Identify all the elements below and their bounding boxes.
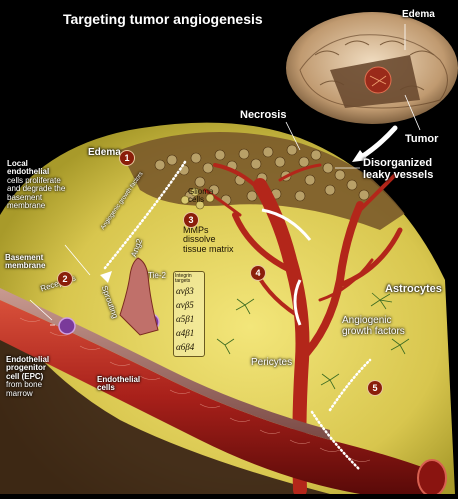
glioma-line-2: cells: [188, 195, 205, 205]
disorganized-line-2: leaky vessels: [363, 168, 434, 181]
integrin-item: α5β1: [176, 314, 195, 324]
label-edema-top: Edema: [402, 9, 435, 20]
basement-line-2: membrane: [5, 261, 46, 271]
label-endothelial-cells: Endothelial cells: [97, 375, 141, 393]
integrin-item: α4β1: [176, 328, 195, 338]
label-epc: Endothelial progenitor cell (EPC) from b…: [6, 355, 50, 398]
epc-cell: [58, 317, 76, 335]
label-edema-mid: Edema: [88, 147, 121, 158]
local-line-4: and degrade the: [7, 184, 66, 194]
astrocytes: [216, 292, 410, 390]
label-pericytes: Pericytes: [251, 357, 293, 368]
sprout: [119, 257, 159, 336]
epc-line-2: progenitor: [6, 363, 46, 373]
integrin-item: αvβ5: [176, 300, 194, 310]
page-title: Targeting tumor angiogenesis: [63, 11, 263, 27]
local-line-2: endothelial: [7, 167, 50, 177]
integrin-item: α6β4: [176, 342, 195, 352]
glioma-cells: [180, 187, 215, 210]
local-line-1: Local: [7, 159, 28, 168]
step-marker-5: 5: [367, 380, 383, 396]
label-tie2: Tie-2: [148, 271, 166, 280]
host-vessel: [0, 300, 430, 494]
integrin-targets-box: Integrin targets αvβ3 αvβ5 α5β1 α4β1 α6β…: [173, 271, 205, 357]
angio-line-1: Angiogenic: [342, 315, 392, 326]
disorganized-line-1: Disorganized: [363, 157, 433, 169]
angio-line-2: growth factors: [342, 325, 405, 337]
endo-line-1: Endothelial: [97, 375, 141, 384]
mmps-line-2: dissolve: [183, 234, 216, 245]
epc-line-3: cell (EPC): [6, 371, 44, 381]
basement-membrane: [0, 288, 330, 440]
epc-line-1: Endothelial: [6, 355, 50, 364]
step-marker-3: 3: [183, 212, 199, 228]
label-disorganized-vessels: Disorganized leaky vessels: [363, 157, 434, 181]
label-mmps: MMPs dissolve tissue matrix: [183, 225, 234, 254]
local-line-3: cells proliferate: [7, 175, 61, 185]
zoom-arrow: [357, 125, 398, 161]
label-angiogenic-growth: Angiogenic growth factors: [342, 315, 405, 337]
integrin-title-line-1: Integrin: [175, 273, 192, 279]
brain-inset: [286, 12, 458, 124]
label-astrocytes: Astrocytes: [385, 283, 442, 295]
mmps-line-1: MMPs: [183, 225, 209, 235]
step-marker-4: 4: [250, 265, 266, 281]
epc-line-4: from bone: [6, 380, 43, 390]
endo-line-2: cells: [97, 383, 115, 393]
glioma-line-1: Glioma: [188, 187, 214, 196]
local-line-6: membrane: [7, 200, 46, 210]
epc-line-5: marrow: [6, 388, 33, 398]
local-line-5: basement: [7, 192, 43, 202]
growth-factor-arrows: [103, 160, 372, 472]
integrin-title: Integrin targets: [175, 274, 192, 284]
integrin-item: αvβ3: [176, 286, 194, 296]
label-necrosis: Necrosis: [240, 109, 287, 121]
label-tumor: Tumor: [405, 133, 439, 145]
step-marker-1: 1: [119, 150, 135, 166]
mmps-line-3: tissue matrix: [183, 243, 234, 254]
label-basement-membrane: Basement membrane: [5, 253, 46, 271]
basement-line-1: Basement: [5, 253, 44, 262]
label-local-endothelial: Local endothelial cells proliferate and …: [7, 159, 66, 210]
step-marker-2: 2: [57, 271, 73, 287]
integrin-title-line-2: targets: [175, 278, 191, 284]
label-glioma: Glioma cells: [188, 187, 214, 205]
